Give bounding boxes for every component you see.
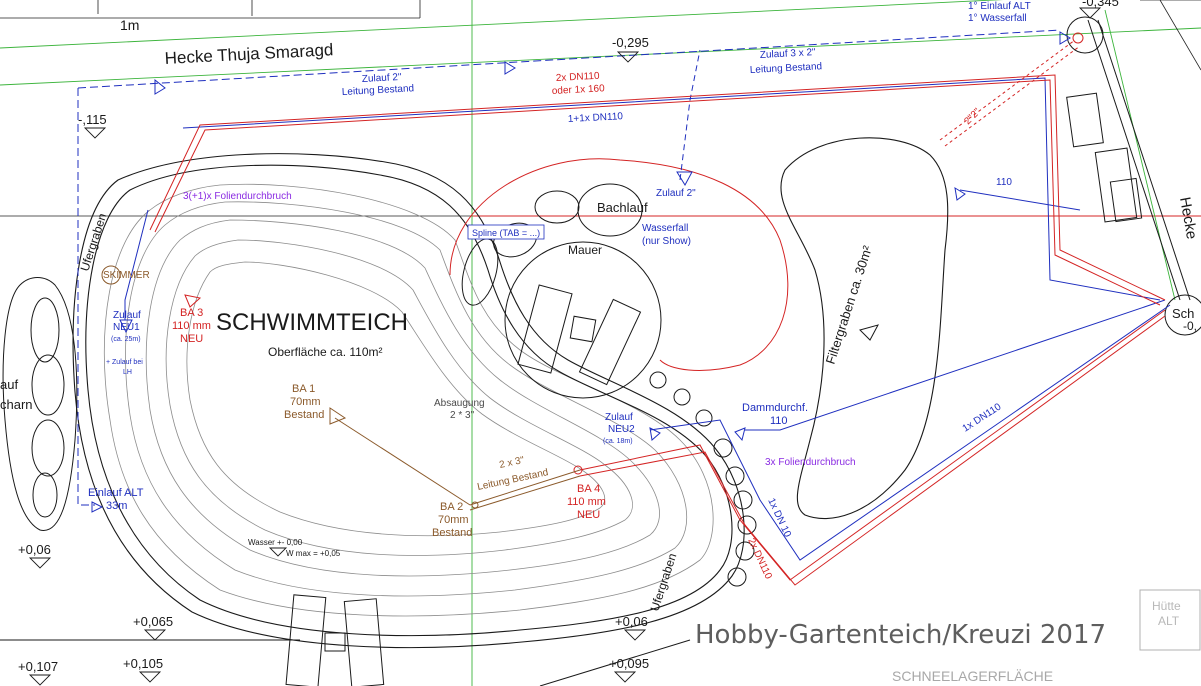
hedge-top-label: Hecke Thuja Smaragd: [164, 40, 334, 68]
inflow2-line2: Leitung Bestand: [342, 83, 415, 98]
waterfall-top: 1° Wasserfall: [968, 13, 1027, 24]
filter-trench-label: Filtergraben ca. 30m²: [823, 243, 876, 366]
dim-2x2: 2"2": [962, 106, 983, 127]
foil-3: 3(+1)x Foliendurchbruch: [183, 191, 292, 202]
ba2-b: 70mm: [438, 514, 469, 526]
level-top-mid: -0,295: [612, 35, 649, 50]
filter-trench: [780, 137, 949, 520]
pond-surface: Oberfläche ca. 110m²: [268, 345, 383, 359]
blue-pipes: [77, 29, 1171, 561]
level-0105: +0,105: [123, 656, 163, 671]
inflow-new1-a: Zulauf: [113, 310, 141, 321]
pipe-3in-a: 2 x 3": [498, 455, 525, 471]
level-0065: +0,065: [133, 614, 173, 629]
pond-terraces: [103, 183, 714, 617]
ba4-b: 110 mm: [567, 496, 606, 508]
inflow2-line1: Zulauf 2": [362, 72, 403, 85]
left-cut-a: auf: [0, 377, 18, 392]
ba2-a: BA 2: [440, 501, 463, 513]
inflow-new2-b: NEU2: [608, 424, 635, 435]
inflow-old-top: 1° Einlauf ALT: [968, 1, 1031, 12]
ba4-a: BA 4: [577, 483, 600, 495]
right-boundary: [1066, 16, 1201, 336]
bank-trench-left: Ufergraben: [78, 211, 110, 272]
water-level: Wasser +- 0,00: [248, 538, 303, 547]
suction-b: 2 * 3": [450, 410, 475, 421]
inflow3x2-line2: Leitung Bestand: [750, 61, 823, 76]
dn110-line1: 2x DN110: [556, 71, 601, 84]
inflow-new2-a: Zulauf: [605, 412, 633, 423]
arrows: [91, 31, 1071, 513]
suction-a: Absaugung: [434, 398, 485, 409]
hut-a: Hütte: [1152, 599, 1181, 613]
snow-area: SCHNEELAGERFLÄCHE: [892, 668, 1053, 684]
inflow-note-b: LH: [123, 369, 132, 376]
inflow-new1-b: NEU1: [113, 322, 140, 333]
inflow-old-left-b: 33m: [106, 500, 127, 512]
foil-3x: 3x Foliendurchbruch: [765, 457, 856, 468]
level-left: -,115: [78, 112, 107, 127]
spline-tooltip: [467, 224, 545, 240]
right-cut: Sch: [1172, 306, 1194, 321]
ba2-c: Bestand: [432, 527, 472, 539]
pipe-dn110-diag: 1x DN110: [961, 401, 1004, 434]
inflow-note-a: + Zulauf bei: [106, 359, 143, 366]
ba3-c: NEU: [180, 333, 203, 345]
left-bank-trench: [2, 277, 78, 531]
brown-pipes: [101, 265, 581, 511]
level-top-right: -0,345: [1082, 0, 1119, 9]
level-0095: +0,095: [609, 656, 649, 671]
pipe-1x-dn10: 1x DN 10: [765, 497, 793, 540]
water-max: W max = +0,05: [286, 549, 341, 558]
red-pipes: [149, 32, 1166, 586]
ba3-b: 110 mm: [172, 320, 211, 332]
level-006-mid: +0,06: [615, 614, 648, 629]
dn110-single: 1+1x DN110: [568, 111, 624, 125]
ba1-b: 70mm: [290, 396, 321, 408]
pond-outline: [72, 153, 745, 649]
ba3-a: BA 3: [180, 307, 203, 319]
scale-label: 1m: [120, 17, 139, 33]
spline-label: Spline (TAB = ...): [472, 228, 540, 238]
wall-label: Mauer: [568, 243, 602, 257]
pond-title: SCHWIMMTEICH: [216, 309, 408, 336]
ba1-a: BA 1: [292, 383, 315, 395]
level-006-left: +0,06: [18, 542, 51, 557]
skimmer-label: SKIMMER: [103, 270, 150, 281]
waterfall-show: (nur Show): [642, 236, 691, 247]
left-cut-b: charn: [0, 397, 33, 412]
hut-b: ALT: [1158, 614, 1180, 628]
inflow-new2-c: (ca. 18m): [603, 438, 633, 445]
ba4-c: NEU: [577, 509, 600, 521]
waterfall-label: Wasserfall: [642, 223, 688, 234]
inflow2-brook: Zulauf 2": [656, 188, 696, 199]
ba1-c: Bestand: [284, 409, 324, 421]
brook-label: Bachlauf: [597, 200, 648, 215]
level-markers: [28, 7, 1102, 686]
inflow-old-left-a: Einlauf ALT: [88, 487, 144, 499]
pipe-110-label: 110: [996, 177, 1012, 188]
dam-b: 110: [770, 415, 788, 427]
brook-spline: [449, 158, 789, 371]
bank-trench-bottom: Ufergraben: [648, 551, 680, 612]
inflow3x2-line1: Zulauf 3 x 2": [760, 47, 817, 61]
level-0107: +0,107: [18, 659, 58, 674]
inflow-new1-c: (ca. 25m): [111, 336, 141, 343]
wall-area: [461, 183, 757, 587]
level-right: -0,: [1183, 319, 1197, 333]
dam-a: Dammdurchf.: [742, 402, 808, 414]
hedge-right-label: Hecke: [1176, 196, 1200, 241]
watermark: Hobby-Gartenteich/Kreuzi 2017: [695, 620, 1106, 650]
dn110-line2: oder 1x 160: [552, 83, 606, 97]
